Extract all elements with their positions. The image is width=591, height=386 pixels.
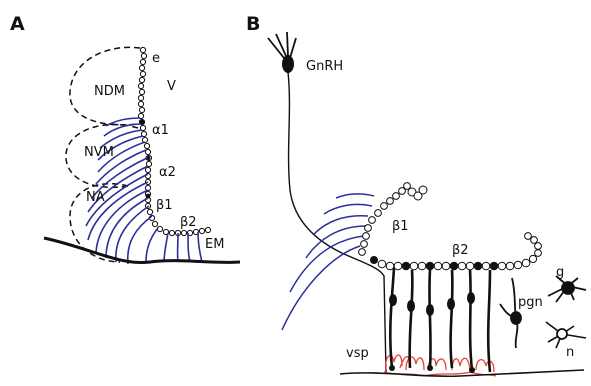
label-em: EM <box>205 237 224 252</box>
label-g: g <box>556 265 564 280</box>
label-beta1-b: β1 <box>392 219 409 234</box>
g-cell <box>548 276 586 302</box>
label-gnrh: GnRH <box>306 59 343 74</box>
panel-b: B GnRH β1 <box>246 13 586 376</box>
label-e: e <box>152 51 160 66</box>
label-n: n <box>566 345 574 360</box>
label-nvm: NVM <box>84 145 114 160</box>
label-beta1: β1 <box>156 198 173 213</box>
label-beta2: β2 <box>180 215 197 230</box>
capillary-loops <box>384 355 496 376</box>
panel-a-letter: A <box>10 13 25 35</box>
pgn-cell <box>500 278 521 348</box>
label-beta2-b: β2 <box>452 243 469 258</box>
label-v: V <box>167 79 176 94</box>
label-ndm: NDM <box>94 84 125 99</box>
ventricle-wall <box>138 47 210 235</box>
panel-b-processes <box>390 268 490 372</box>
label-alpha2: α2 <box>159 165 176 180</box>
label-pgn: pgn <box>518 295 543 310</box>
label-na: NA <box>86 190 105 205</box>
panel-b-letter: B <box>246 13 260 35</box>
label-alpha1: α1 <box>152 123 169 138</box>
panel-a: A <box>10 13 240 264</box>
panel-b-fibers <box>282 194 374 330</box>
label-vsp: vsp <box>346 346 369 361</box>
